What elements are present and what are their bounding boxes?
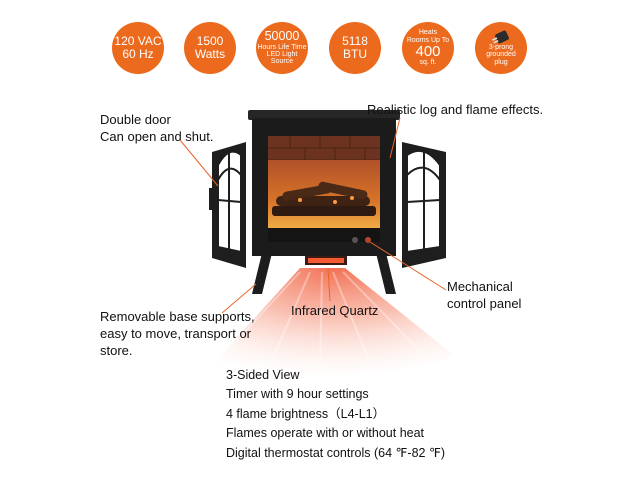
badge-led-life: 50000 Hours Life Time LED Light Source [256, 22, 308, 74]
right-leg [376, 253, 396, 294]
feature-item: Timer with 9 hour settings [226, 387, 369, 402]
callout-infrared-quartz: Infrared Quartz [291, 303, 379, 318]
log-set [272, 181, 376, 216]
feature-item: Flames operate with or without heat [226, 426, 425, 441]
control-knob [352, 237, 358, 243]
leader-infrared [327, 267, 331, 302]
leader-flame-effects [389, 117, 401, 159]
plug-icon [492, 30, 509, 44]
control-knob-heat [365, 237, 371, 243]
stove-top [248, 110, 400, 120]
callout-flame-effects: Realistic log and flame effects. [367, 102, 544, 117]
right-door [402, 142, 446, 268]
feature-item: 4 flame brightness（L4-L1） [226, 406, 386, 421]
feature-list: 3-Sided View Timer with 9 hour settings … [226, 366, 445, 463]
badge-wattage: 1500 Watts [184, 22, 236, 74]
badge-heat-area: Heats Rooms Up To 400 sq. ft. [402, 22, 454, 74]
badge-voltage: 120 VAC 60 Hz [112, 22, 164, 74]
feature-item: 3-Sided View [226, 368, 300, 382]
callout-double-door: Double door Can open and shut. [100, 112, 214, 144]
leader-double-door [179, 139, 219, 187]
left-leg [252, 253, 272, 294]
badge-btu: 5118 BTU [329, 22, 381, 74]
left-door [209, 142, 246, 268]
leader-control-panel [369, 241, 447, 291]
leader-base [221, 283, 257, 314]
badge-plug: 3-prong grounded plug [475, 22, 527, 74]
callout-removable-base: Removable base supports, easy to move, t… [100, 309, 255, 358]
feature-item: Digital thermostat controls (64 ℉-82 ℉) [226, 445, 446, 460]
callout-control-panel: Mechanical control panel [447, 279, 522, 311]
